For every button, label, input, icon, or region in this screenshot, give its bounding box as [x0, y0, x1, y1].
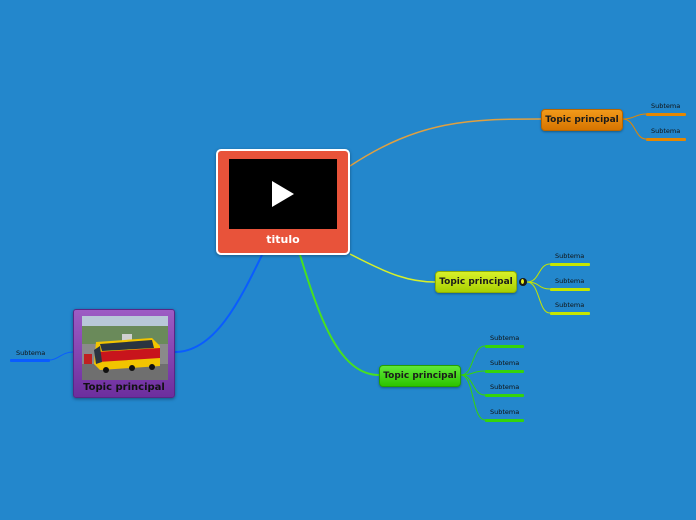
connector-green-sub	[460, 370, 486, 376]
subtopic-label[interactable]: Subtema	[16, 349, 46, 357]
connector-blue	[174, 254, 263, 353]
subtopic-underline	[485, 345, 524, 348]
subtopic-underline	[550, 288, 590, 291]
connector-green	[299, 254, 380, 376]
subtopic-underline	[550, 263, 590, 266]
connector-orange	[349, 118, 542, 167]
subtopic-underline	[550, 312, 590, 315]
subtopic-label[interactable]: Subtema	[555, 277, 585, 285]
topic-label: Topic principal	[383, 371, 457, 381]
subtopic-underline	[485, 370, 524, 373]
topic-yellow[interactable]: Topic principal	[435, 271, 517, 293]
subtopic-label[interactable]: Subtema	[490, 408, 520, 416]
topic-label: Topic principal	[439, 277, 513, 287]
connector-yellow	[349, 253, 436, 283]
subtopic-label[interactable]: Subtema	[651, 127, 681, 135]
subtopic-underline	[10, 359, 50, 362]
subtopic-label[interactable]: Subtema	[490, 383, 520, 391]
subtopic-label[interactable]: Subtema	[555, 252, 585, 260]
topic-green[interactable]: Topic principal	[379, 365, 461, 387]
connector-orange-sub	[622, 118, 647, 140]
subtopic-label[interactable]: Subtema	[651, 102, 681, 110]
globe-icon[interactable]	[519, 278, 527, 286]
subtopic-underline	[646, 113, 686, 116]
subtopic-underline	[485, 419, 524, 422]
central-topic-label: titulo	[266, 233, 300, 246]
subtopic-label[interactable]: Subtema	[490, 359, 520, 367]
central-topic[interactable]: titulo	[216, 149, 350, 255]
subtopic-underline	[646, 138, 686, 141]
topic-orange[interactable]: Topic principal	[541, 109, 623, 131]
topic-label: Topic principal	[545, 115, 619, 125]
topic-purple[interactable]: Topic principal	[73, 309, 175, 398]
topic-label: Topic principal	[83, 382, 165, 393]
subtopic-label[interactable]: Subtema	[555, 301, 585, 309]
video-thumbnail[interactable]	[229, 159, 337, 229]
bus-photo	[82, 316, 168, 380]
subtopic-label[interactable]: Subtema	[490, 334, 520, 342]
connector-yellow-sub	[526, 281, 551, 314]
subtopic-underline	[485, 394, 524, 397]
play-icon[interactable]	[272, 181, 294, 207]
connector-yellow-sub	[526, 263, 551, 283]
connector-green-sub	[460, 345, 486, 376]
connector-orange-sub	[622, 113, 647, 120]
connector-green-sub	[460, 374, 486, 421]
connector-green-sub	[460, 374, 486, 396]
connector-purple-sub	[49, 351, 74, 361]
